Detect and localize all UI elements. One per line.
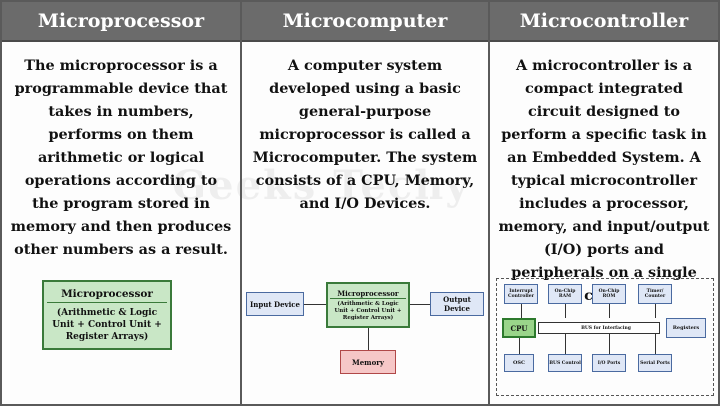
microprocessor-block-title: Microprocessor xyxy=(47,288,167,303)
microprocessor-block-detail: (Arithmetic & Logic Unit + Control Unit … xyxy=(52,307,162,342)
mc-microprocessor-title: Microprocessor xyxy=(330,289,406,299)
registers-block: Registers xyxy=(666,318,706,338)
output-device-block: Output Device xyxy=(430,292,484,316)
arrow-mp-to-memory xyxy=(368,328,369,350)
link-rom xyxy=(609,304,610,318)
link-io-ports xyxy=(609,334,610,354)
interrupt-controller-block: Interrupt Controller xyxy=(504,284,538,304)
microcomputer-diagram: Input Device Microprocessor (Arithmetic … xyxy=(242,274,488,404)
io-ports-block: I/O Ports xyxy=(592,354,626,372)
column-microprocessor: Microprocessor The microprocessor is a p… xyxy=(2,2,240,404)
link-interrupt xyxy=(521,304,522,318)
link-timer xyxy=(655,304,656,318)
memory-block: Memory xyxy=(340,350,396,374)
bus-label: BUS for Interfacing xyxy=(581,325,631,331)
osc-block: OSC xyxy=(504,354,534,372)
microprocessor-diagram: Microprocessor (Arithmetic & Logic Unit … xyxy=(2,274,240,404)
link-osc xyxy=(519,338,520,354)
rom-block: On-Chip ROM xyxy=(592,284,626,304)
serial-ports-block: Serial Ports xyxy=(638,354,672,372)
mc-microprocessor-detail: (Arithmetic & Logic Unit + Control Unit … xyxy=(334,300,402,321)
description-microcomputer: A computer system developed using a basi… xyxy=(252,57,478,212)
bus-arrow xyxy=(538,322,660,334)
link-serial xyxy=(655,334,656,354)
description-microcontroller: A microcontroller is a compact integrate… xyxy=(498,57,710,304)
timer-counter-block: Timer/ Counter xyxy=(638,284,672,304)
column-microcomputer: Microcomputer A computer system develope… xyxy=(240,2,488,404)
column-microcontroller: Microcontroller A microcontroller is a c… xyxy=(488,2,718,404)
input-device-block: Input Device xyxy=(246,292,304,316)
header-microcontroller: Microcontroller xyxy=(490,2,718,42)
arrow-mp-to-output xyxy=(410,304,430,305)
mcu-outline xyxy=(496,278,714,396)
microprocessor-block: Microprocessor (Arithmetic & Logic Unit … xyxy=(42,280,172,350)
header-microprocessor: Microprocessor xyxy=(2,2,240,42)
microcontroller-diagram: Interrupt Controller On-Chip RAM On-Chip… xyxy=(490,274,718,404)
arrow-input-to-mp xyxy=(304,304,326,305)
link-bus-control xyxy=(565,334,566,354)
link-ram xyxy=(565,304,566,318)
bus-control-block: BUS Control xyxy=(548,354,582,372)
mc-microprocessor-block: Microprocessor (Arithmetic & Logic Unit … xyxy=(326,282,410,328)
cpu-block: CPU xyxy=(502,318,536,338)
ram-block: On-Chip RAM xyxy=(548,284,582,304)
header-microcomputer: Microcomputer xyxy=(242,2,488,42)
description-microprocessor: The microprocessor is a programmable dev… xyxy=(10,57,232,258)
